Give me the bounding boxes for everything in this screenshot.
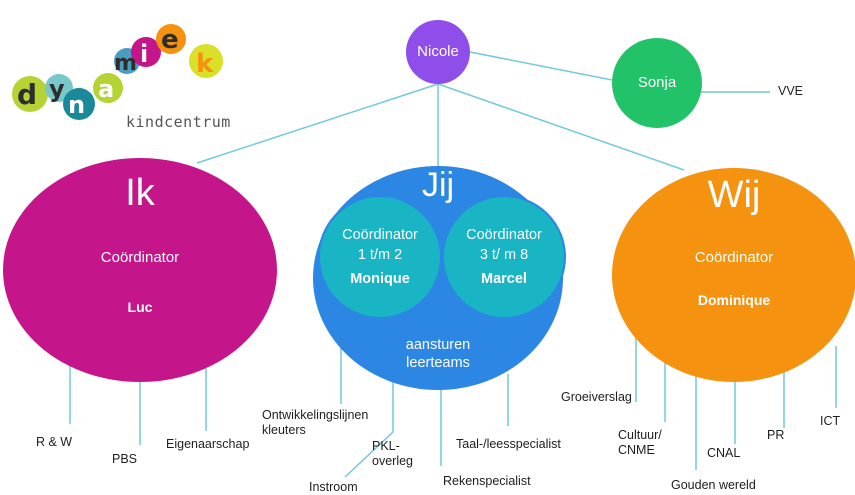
label-cultuur-line-1: Cultuur/ (618, 428, 662, 442)
coordinator-2-group: 3 t/ m 8 (479, 247, 529, 263)
logo-letter: m (114, 51, 137, 76)
line-nicole-wij (437, 83, 685, 171)
label-cultuur-line-2: CNME (618, 443, 655, 457)
logo-letter: d (17, 78, 37, 111)
label-pr: PR (767, 428, 785, 442)
node-nicole (406, 20, 470, 84)
wij-role: Coördinator (694, 249, 774, 266)
label-eigenaarschap: Eigenaarschap (166, 437, 250, 451)
label-instroom: Instroom (309, 480, 358, 494)
label-ict: ICT (820, 414, 841, 428)
line-nicole-ik (196, 83, 439, 164)
logo-subtitle: kindcentrum (126, 113, 231, 131)
coordinator-2-person: Marcel (481, 271, 527, 287)
node-jij-coordinator-2 (442, 195, 566, 319)
ik-title: Ik (125, 172, 155, 214)
label-pkl-overleg: PKL- overleg (372, 439, 413, 469)
logo-letter: n (68, 91, 85, 119)
coordinator-1-text: Coördinator 1 t/m 2 Monique (320, 225, 440, 289)
line-nicole-sonja (469, 51, 613, 81)
label-r-w: R & W (36, 435, 73, 449)
coordinator-1-role: Coördinator (342, 227, 418, 243)
connector-lines (69, 51, 837, 478)
label-gouden-wereld: Gouden wereld (671, 478, 756, 492)
label-cultuur-cnme: Cultuur/ CNME (618, 428, 662, 458)
label-taal-leesspecialist: Taal-/leesspecialist (456, 437, 561, 451)
label-pkl-line-2: overleg (372, 454, 413, 468)
logo-letter: e (161, 25, 179, 55)
label-pkl-line-1: PKL- (372, 439, 400, 453)
wij-title: Wij (707, 174, 761, 216)
jij-footer-line-2: leerteams (406, 355, 470, 371)
label-rekenspecialist: Rekenspecialist (443, 474, 531, 488)
label-ontwikkelingslijnen-line-2: kleuters (262, 423, 306, 437)
logo-letter: a (98, 75, 114, 103)
coordinator-1-group: 1 t/m 2 (357, 247, 403, 263)
node-wij (612, 168, 855, 382)
jij-footer-line-1: aansturen (405, 337, 471, 353)
coordinator-2-role: Coördinator (466, 227, 542, 243)
ik-person: Luc (127, 299, 153, 315)
label-pbs: PBS (112, 452, 138, 466)
label-groeiverslag: Groeiverslag (561, 390, 632, 404)
jij-title: Jij (421, 166, 455, 204)
label-cnal: CNAL (707, 446, 741, 460)
logo-letter: y (49, 75, 65, 103)
jij-footer: aansturen leerteams (378, 336, 498, 372)
logo-letter: k (196, 49, 214, 79)
label-ontwikkelingslijnen-line-1: Ontwikkelingslijnen (262, 408, 369, 422)
node-jij-coordinator-1 (318, 195, 442, 319)
node-ik (3, 158, 277, 382)
node-sonja (612, 38, 702, 128)
label-ontwikkelingslijnen: Ontwikkelingslijnen kleuters (262, 408, 368, 438)
coordinator-2-text: Coördinator 3 t/ m 8 Marcel (444, 225, 564, 289)
ik-role: Coördinator (100, 249, 180, 266)
vve-label: VVE (778, 84, 804, 98)
coordinator-1-person: Monique (350, 271, 410, 287)
wij-person: Dominique (697, 292, 771, 308)
dynamiek-logo: d y n a m i e k (12, 24, 223, 120)
nicole-label: Nicole (417, 43, 459, 60)
logo-letter: i (140, 40, 148, 68)
sonja-label: Sonja (637, 74, 677, 91)
